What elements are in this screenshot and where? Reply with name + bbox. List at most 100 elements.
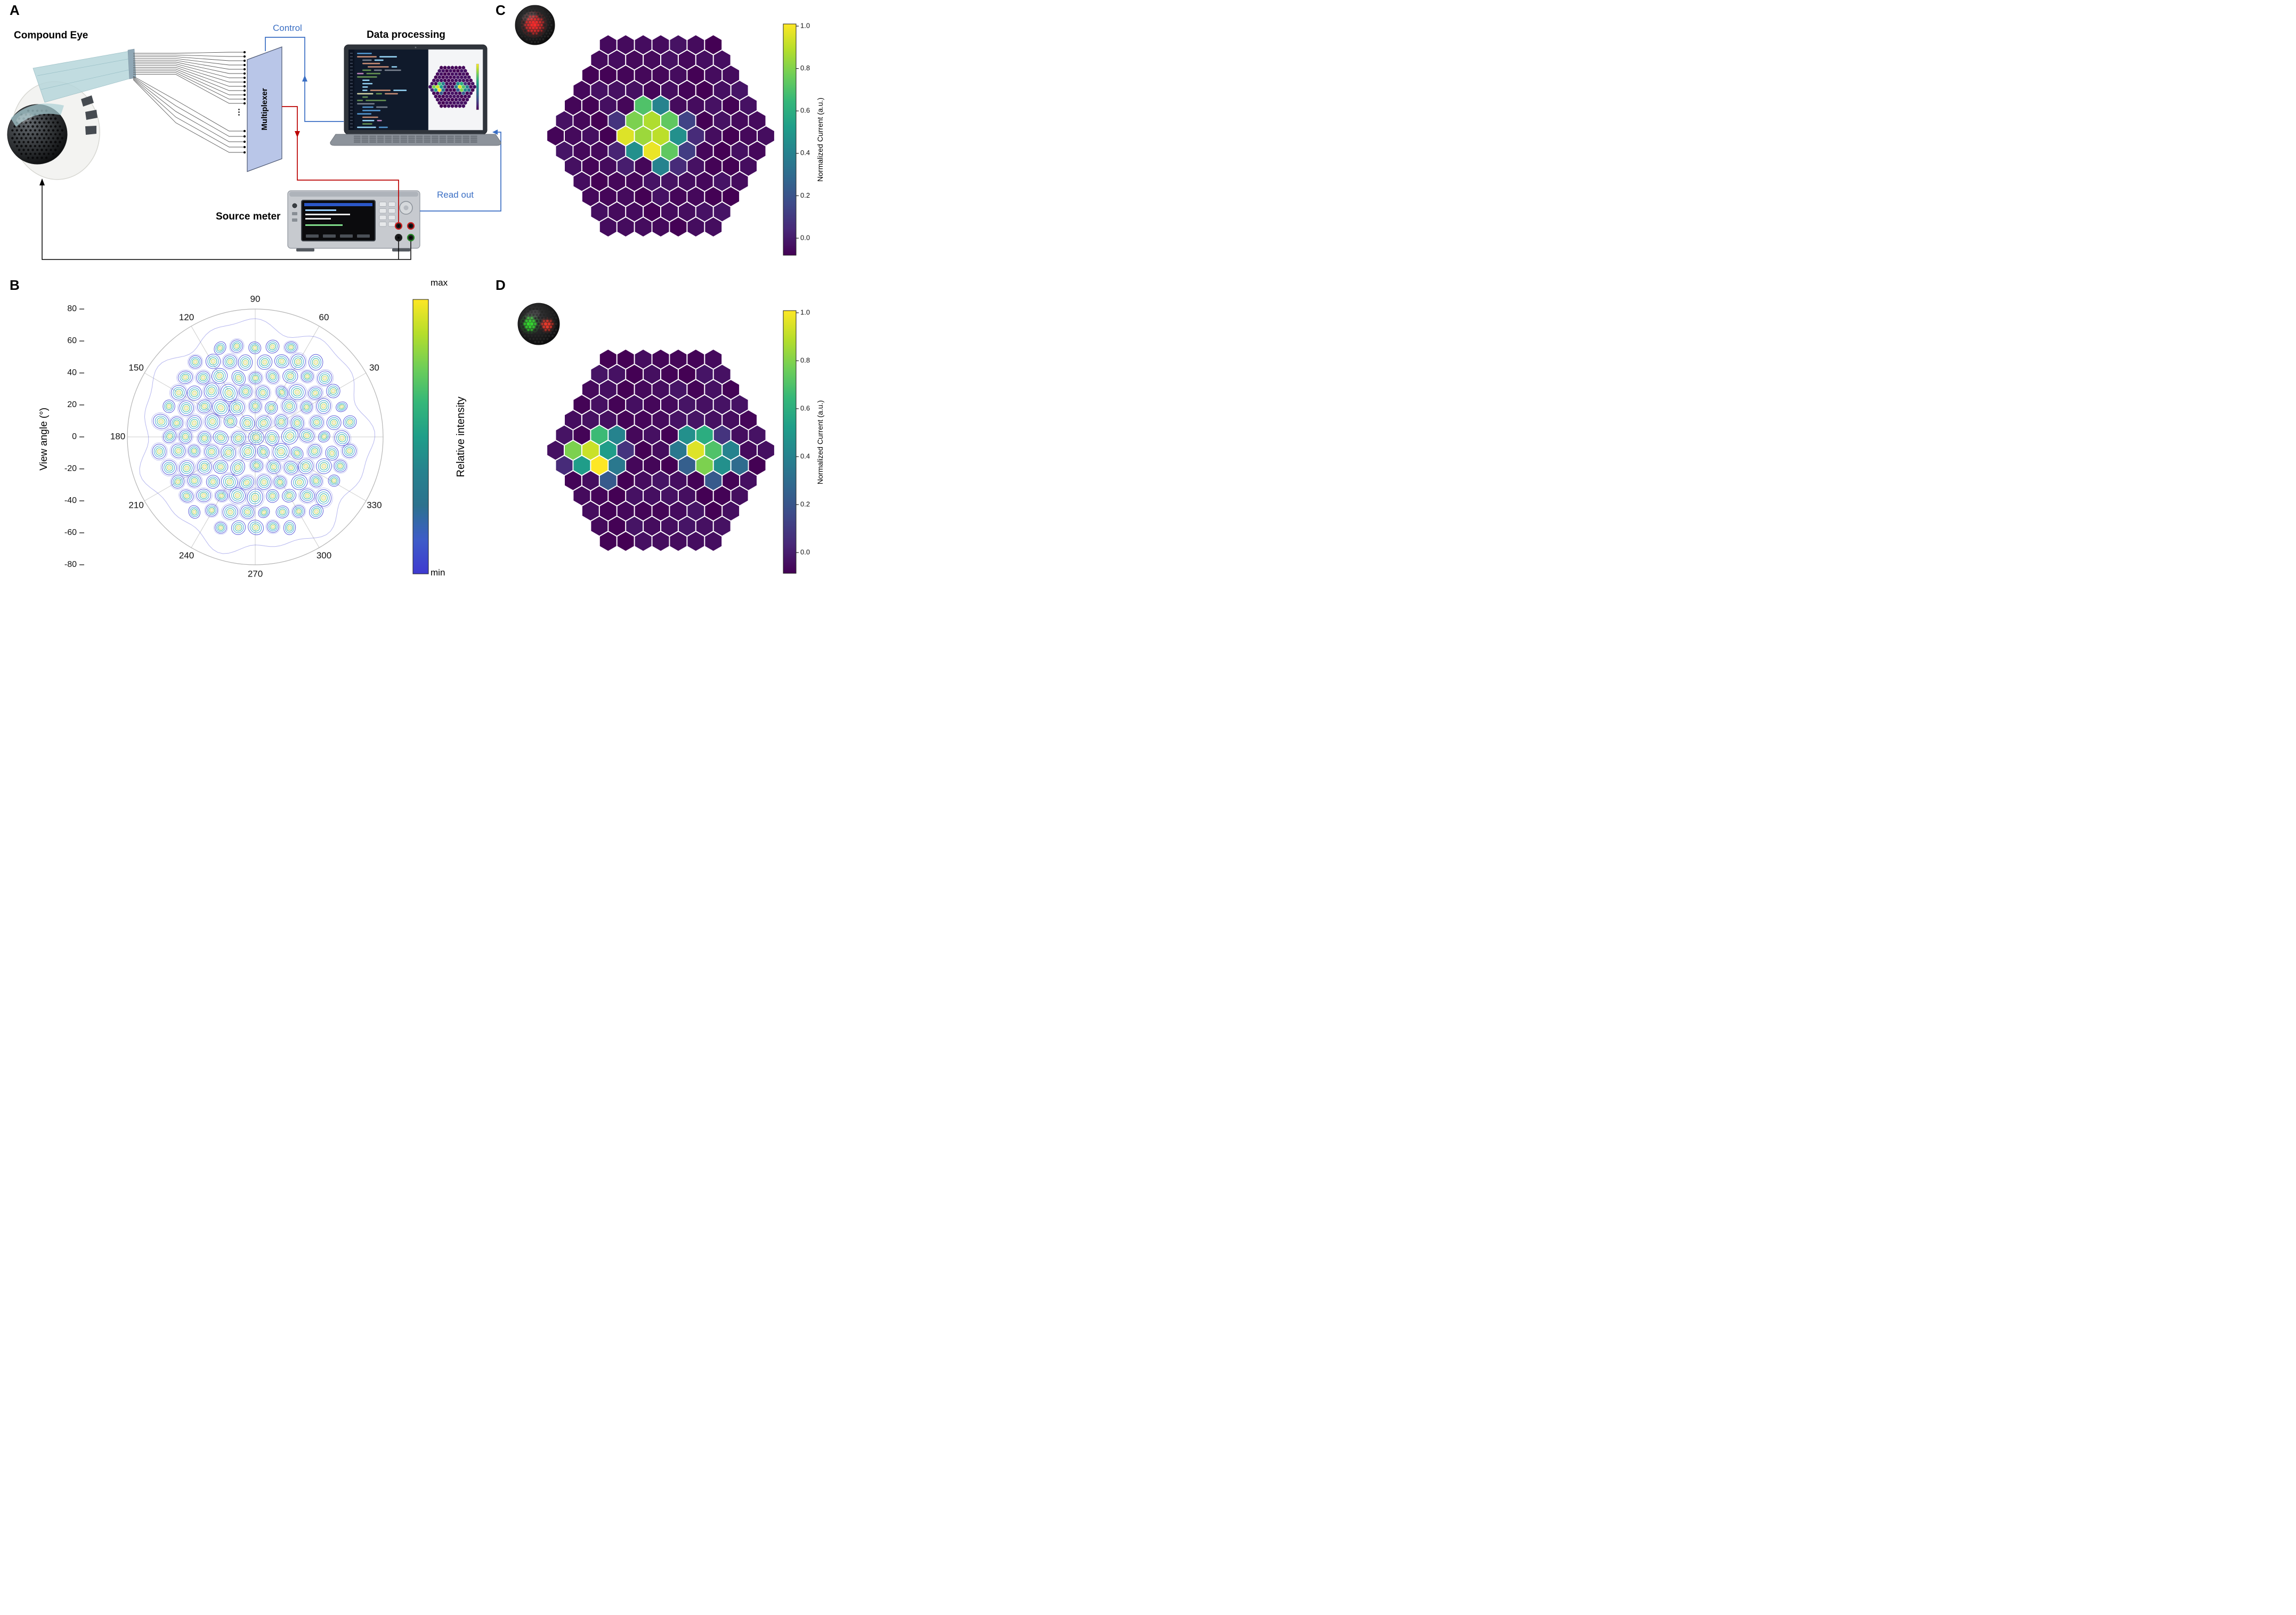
blob-outer-ring bbox=[249, 458, 264, 473]
blob-ring bbox=[318, 460, 330, 472]
hex-cell bbox=[634, 379, 652, 400]
hex-cell bbox=[454, 91, 458, 96]
keyboard-key bbox=[354, 135, 361, 137]
blob-ring bbox=[192, 358, 199, 366]
hex-cell bbox=[643, 141, 661, 161]
inset-facet-dot bbox=[542, 307, 545, 310]
blob-ring bbox=[319, 493, 328, 502]
blob-ring bbox=[312, 477, 320, 484]
ommatidium-dot bbox=[52, 144, 55, 148]
hex-cell bbox=[661, 110, 678, 131]
blob-ring bbox=[298, 458, 314, 474]
blob-ring bbox=[294, 419, 301, 427]
inset-facet-dot bbox=[534, 335, 537, 337]
ommatidium-dot bbox=[45, 117, 48, 120]
blob-ring bbox=[180, 431, 191, 442]
code-line bbox=[368, 66, 389, 68]
blob-ring bbox=[267, 341, 278, 352]
ommatidium-dot bbox=[20, 137, 23, 140]
hex-cell bbox=[430, 87, 434, 93]
inset-facet-dot bbox=[532, 15, 535, 18]
hex-cell bbox=[687, 501, 705, 521]
blob-ring bbox=[174, 388, 183, 397]
blob-ring bbox=[310, 388, 321, 398]
blob-ring bbox=[274, 445, 288, 458]
ommatidium-dot bbox=[47, 113, 50, 116]
hex-cell bbox=[439, 84, 443, 90]
inset-facet-dot bbox=[545, 33, 548, 35]
keyboard-key bbox=[377, 137, 384, 139]
blob-center bbox=[347, 420, 352, 425]
inset-facet-dot bbox=[522, 33, 525, 35]
blob-ring bbox=[240, 505, 255, 519]
blob-ring bbox=[214, 522, 227, 534]
blob-ring bbox=[229, 487, 246, 504]
keyboard-key bbox=[361, 141, 369, 143]
hex-heatmap-c bbox=[547, 35, 775, 237]
blob-outer-ring bbox=[221, 503, 240, 521]
line-number-mark bbox=[350, 123, 353, 125]
hex-cell bbox=[687, 35, 705, 55]
usb-port bbox=[292, 212, 297, 215]
blob-ring bbox=[250, 459, 263, 472]
blob-ring bbox=[209, 478, 217, 485]
inset-facet-dot bbox=[527, 329, 530, 331]
hex-cell bbox=[678, 141, 696, 161]
blob-ring bbox=[230, 339, 244, 353]
blob-ring bbox=[241, 445, 254, 458]
hex-cell bbox=[722, 410, 740, 430]
hex-cell bbox=[687, 156, 705, 176]
inset-facet-dot bbox=[534, 340, 537, 343]
compound-eye-label: Compound Eye bbox=[14, 30, 88, 41]
hex-cell bbox=[463, 87, 467, 93]
line-number-mark bbox=[350, 113, 353, 115]
blob-ring bbox=[275, 386, 288, 399]
blob-center bbox=[226, 390, 232, 396]
current-colorbar bbox=[783, 23, 797, 256]
blob-ring bbox=[181, 462, 193, 474]
inset-facet-dot bbox=[520, 316, 523, 319]
colorbar-tick-label: 0.2 bbox=[800, 500, 810, 508]
hex-cell bbox=[634, 156, 652, 176]
ommatidium-dot bbox=[36, 125, 39, 128]
inset-facet-dot bbox=[549, 326, 553, 328]
hex-cell bbox=[439, 71, 443, 77]
hex-cell bbox=[437, 100, 442, 105]
blob-ring bbox=[260, 448, 267, 456]
hex-cell bbox=[695, 141, 713, 161]
blob-ring bbox=[152, 443, 167, 459]
blob-center bbox=[184, 493, 189, 498]
inset-facet-dot bbox=[548, 316, 550, 319]
inset-facet-dot bbox=[545, 15, 548, 18]
signal-wire bbox=[133, 76, 245, 132]
hex-cell bbox=[555, 110, 573, 131]
blob-ring bbox=[266, 402, 277, 413]
blob-center bbox=[262, 360, 267, 365]
hex-cell bbox=[439, 65, 443, 70]
hex-cell bbox=[590, 455, 609, 476]
inset-facet-dot bbox=[530, 311, 533, 313]
hex-cell bbox=[661, 364, 678, 385]
ommatidium-dot bbox=[34, 129, 36, 132]
blob-ring bbox=[309, 504, 324, 519]
blob-ring bbox=[239, 475, 254, 490]
blob-ring bbox=[261, 509, 267, 516]
hex-cell bbox=[713, 171, 731, 192]
inset-facet-dot bbox=[543, 18, 546, 21]
blob-ring bbox=[217, 524, 224, 531]
hex-cell bbox=[757, 126, 775, 146]
hex-cell bbox=[643, 425, 661, 445]
ommatidium-dot bbox=[50, 133, 52, 136]
hex-cell bbox=[454, 84, 458, 90]
blob-ring bbox=[328, 385, 339, 397]
hex-cell bbox=[678, 485, 696, 506]
blob-outer-ring bbox=[299, 369, 315, 384]
hex-cell bbox=[463, 68, 467, 74]
hex-cell bbox=[555, 455, 573, 476]
ommatidium-dot bbox=[38, 144, 41, 148]
compound-eye-device bbox=[7, 48, 136, 180]
hex-cell bbox=[564, 95, 582, 116]
blob-center bbox=[234, 405, 240, 410]
inset-facet-dot bbox=[522, 314, 524, 316]
signal-wire bbox=[133, 60, 245, 70]
